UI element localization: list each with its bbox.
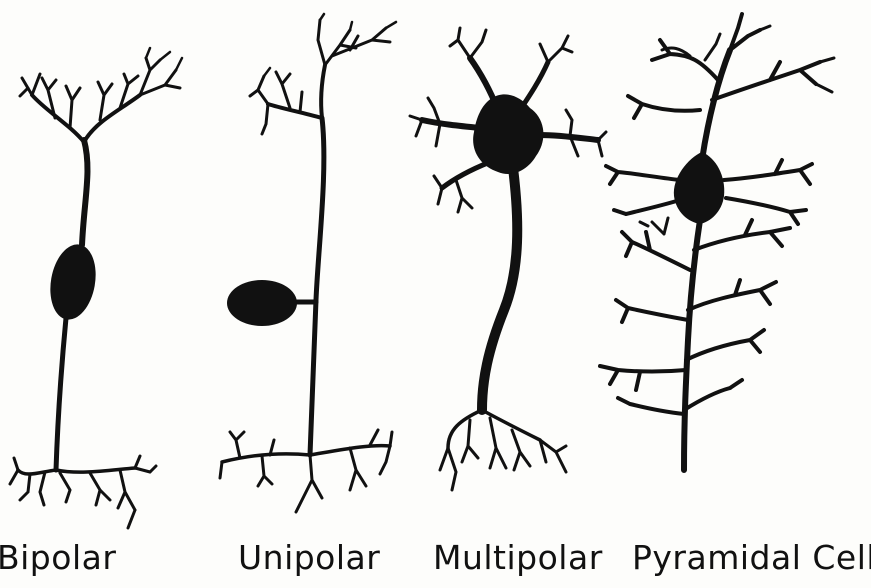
unipolar-neuron	[220, 14, 396, 512]
bipolar-neuron	[10, 48, 182, 528]
bipolar-soma	[45, 241, 102, 323]
pyramidal-neuron	[600, 14, 834, 470]
pyramidal-soma	[674, 152, 724, 224]
multipolar-soma	[473, 94, 543, 174]
unipolar-soma	[227, 280, 297, 326]
label-bipolar: Bipolar	[0, 541, 116, 574]
label-unipolar: Unipolar	[238, 541, 380, 574]
label-pyramidal-cell: Pyramidal Cell	[632, 541, 871, 574]
label-multipolar: Multipolar	[433, 541, 603, 574]
